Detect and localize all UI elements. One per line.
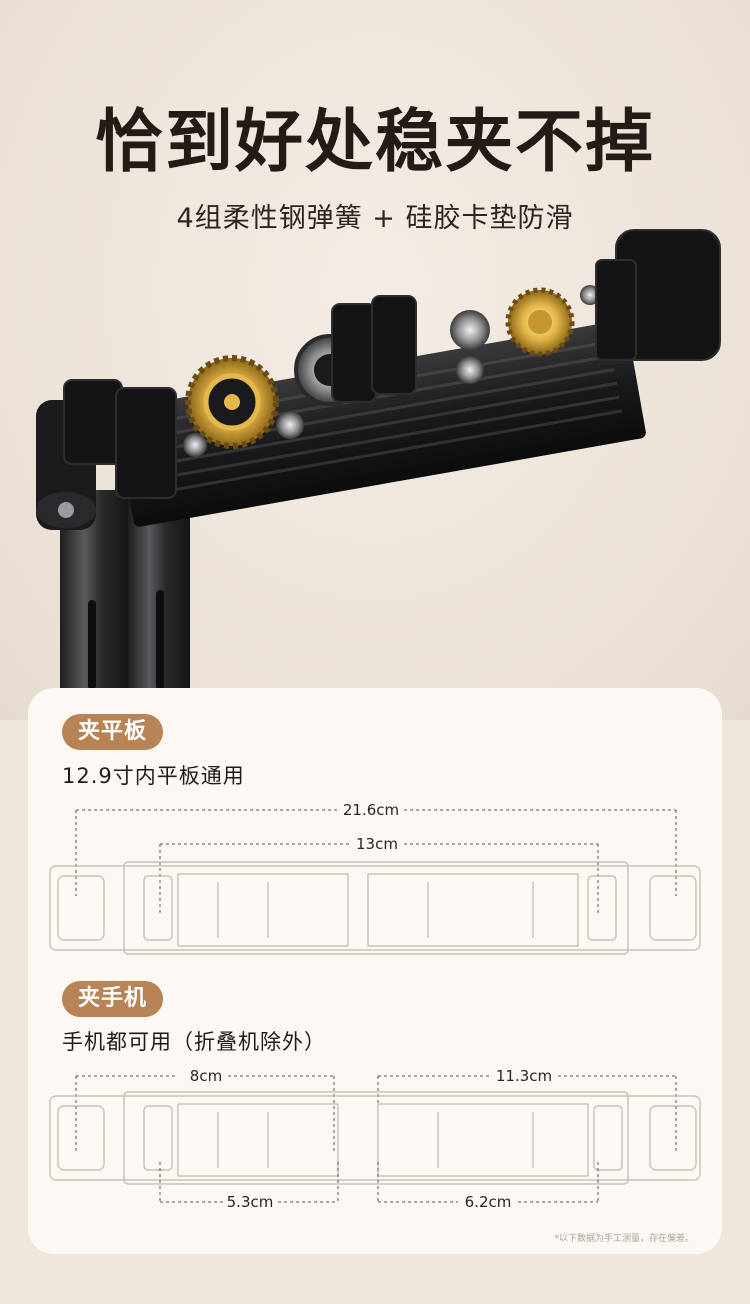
- phone-right-outer: 11.3cm: [496, 1067, 552, 1085]
- gear-right: [450, 285, 600, 384]
- tablet-inner-width: 13cm: [356, 835, 398, 853]
- page-title: 恰到好处稳夹不掉: [94, 103, 655, 182]
- phone-desc: 手机都可用（折叠机除外）: [62, 1030, 326, 1054]
- phone-left-inner: 5.3cm: [227, 1193, 274, 1211]
- phone-right-inner: 6.2cm: [465, 1193, 512, 1211]
- phone-tag: 夹手机: [62, 981, 164, 1017]
- tablet-tag: 夹平板: [62, 714, 164, 750]
- tablet-outer-width: 21.6cm: [343, 801, 399, 819]
- gear-left: [183, 334, 366, 457]
- tablet-dimension-diagram: 21.6cm 13cm: [49, 801, 701, 955]
- tablet-desc: 12.9寸内平板通用: [62, 764, 245, 788]
- phone-left-outer: 8cm: [190, 1067, 222, 1085]
- clamp-jaws: [63, 229, 721, 499]
- tablet-holder-outline: [49, 861, 701, 955]
- measurement-footnote: *以下数据为手工测量，存在偏差。: [554, 1234, 694, 1244]
- page-subtitle: 4组柔性钢弹簧 + 硅胶卡垫防滑: [176, 203, 574, 234]
- phone-holder-outline: [49, 1091, 701, 1185]
- phone-dimension-diagram: 8cm 11.3cm 5.3cm 6.2cm: [49, 1067, 701, 1211]
- product-illustration: [36, 229, 721, 700]
